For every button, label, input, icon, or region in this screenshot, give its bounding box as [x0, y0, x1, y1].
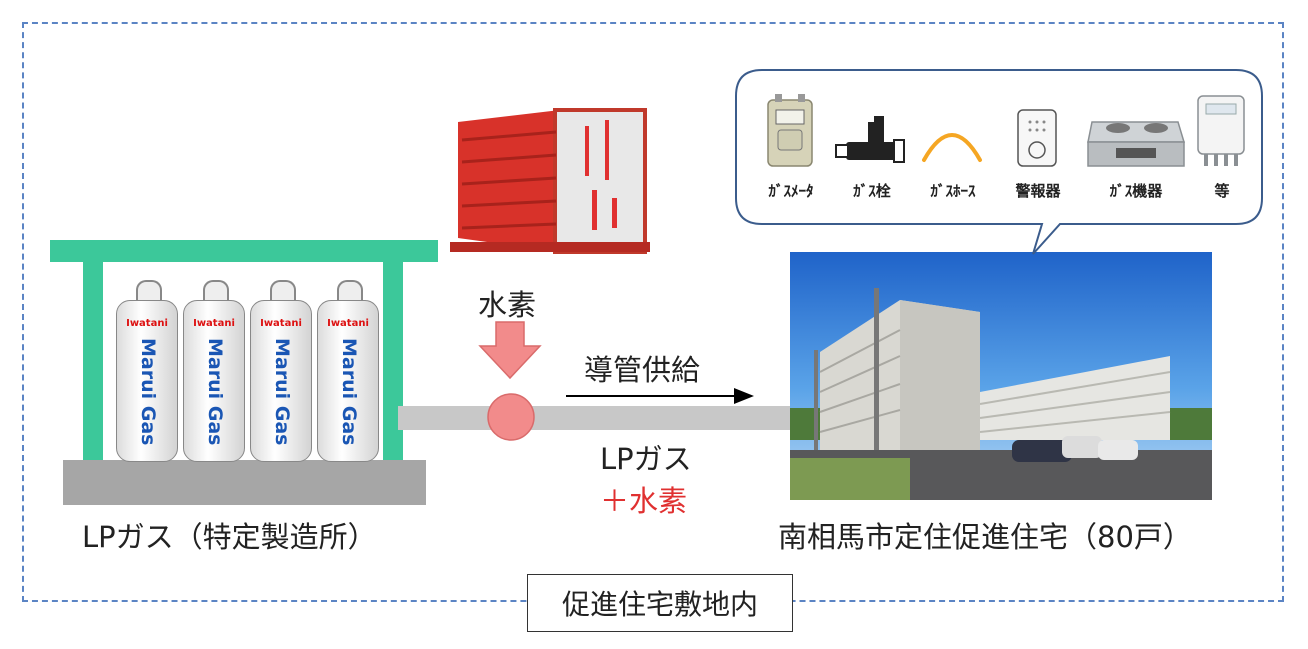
- gas-valve-icon: [835, 116, 905, 163]
- canopy-roof-beam: [50, 240, 438, 262]
- appliance-label: ｶﾞｽﾒｰﾀ: [768, 182, 814, 200]
- lp-cylinder-group: Iwatani Marui Gas Iwatani Marui Gas Iwat…: [116, 280, 380, 462]
- flow-arrow: [566, 388, 754, 404]
- cylinder-brand: Iwatani: [193, 318, 235, 329]
- appliance-callout: [735, 69, 1263, 255]
- appliance-label: 等: [1214, 182, 1230, 200]
- hydrogen-injection-arrow: [478, 321, 542, 380]
- cylinder-brand: Iwatani: [126, 318, 168, 329]
- cylinder-product: Marui Gas: [137, 338, 159, 446]
- gas-hose-icon: [922, 133, 982, 162]
- lp-cylinder: Iwatani Marui Gas: [183, 280, 245, 462]
- cylinder-product: Marui Gas: [271, 338, 293, 446]
- supply-pipe: [398, 406, 790, 430]
- lp-cylinder: Iwatani Marui Gas: [250, 280, 312, 462]
- gas-meter-icon: [767, 94, 813, 167]
- cylinder-product: Marui Gas: [204, 338, 226, 446]
- hydrogen-cylinder-bundle: [450, 108, 650, 254]
- gas-mix-line2: ＋水素: [600, 484, 688, 518]
- pipeline-label: 導管供給: [584, 353, 701, 387]
- canopy-pillar-right: [383, 262, 403, 460]
- hydrogen-label: 水素: [478, 288, 537, 322]
- site-label: 促進住宅敷地内: [527, 574, 793, 632]
- lp-plant-label: LPガス（特定製造所）: [82, 520, 377, 554]
- appliance-label: ｶﾞｽ栓: [853, 182, 891, 200]
- housing-label: 南相馬市定住促進住宅（80戸）: [778, 520, 1192, 554]
- gas-stove-icon: [1087, 121, 1186, 167]
- plant-base-slab: [63, 460, 426, 505]
- appliance-label: 警報器: [1015, 182, 1061, 200]
- appliance-label: ｶﾞｽ機器: [1109, 182, 1163, 200]
- lp-cylinder: Iwatani Marui Gas: [116, 280, 178, 462]
- lp-cylinder: Iwatani Marui Gas: [317, 280, 379, 462]
- gas-alarm-icon: [1017, 109, 1057, 167]
- cylinder-brand: Iwatani: [327, 318, 369, 329]
- appliance-label: ｶﾞｽﾎｰｽ: [930, 182, 976, 200]
- canopy-pillar-left: [83, 262, 103, 460]
- housing-photo: [790, 252, 1212, 500]
- gas-mix-line1: LPガス: [600, 442, 692, 476]
- mixing-point: [487, 393, 535, 441]
- cylinder-product: Marui Gas: [338, 338, 360, 446]
- lp-plant-structure: [50, 240, 438, 505]
- cylinder-brand: Iwatani: [260, 318, 302, 329]
- water-heater-icon: [1197, 95, 1245, 166]
